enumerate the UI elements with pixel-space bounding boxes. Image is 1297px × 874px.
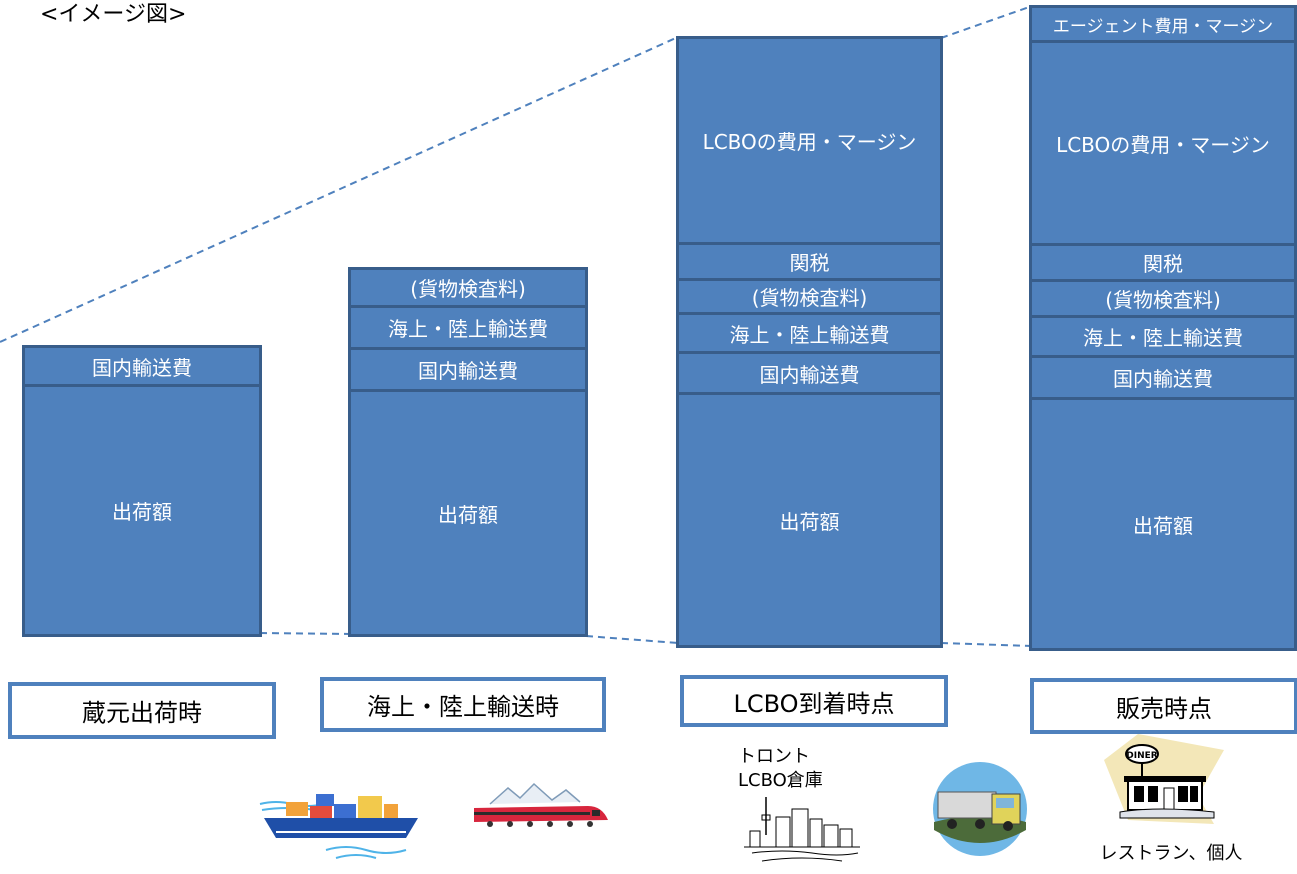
segment-shipment-value: 出荷額 <box>676 392 943 648</box>
segment-shipment-value: 出荷額 <box>348 389 588 637</box>
diagram-title: <イメージ図> <box>40 2 187 27</box>
stack-column-2: (貨物検査料) 海上・陸上輸送費 国内輸送費 出荷額 <box>348 267 588 637</box>
segment-agent-margin: エージェント費用・マージン <box>1029 5 1297 43</box>
segment-sea-land-transport: 海上・陸上輸送費 <box>676 312 943 354</box>
segment-shipment-value: 出荷額 <box>1029 397 1297 651</box>
truck-icon <box>933 762 1027 856</box>
segment-inspection-fee: (貨物検査料) <box>676 278 943 315</box>
stack-column-1: 国内輸送費 出荷額 <box>22 345 262 637</box>
warehouse-caption: トロント LCBO倉庫 <box>738 745 858 793</box>
stack-column-4: エージェント費用・マージン LCBOの費用・マージン 関税 (貨物検査料) 海上… <box>1029 5 1297 651</box>
segment-tariff: 関税 <box>1029 243 1297 282</box>
segment-sea-land-transport: 海上・陸上輸送費 <box>348 305 588 350</box>
stage-label-lcbo-arrival: LCBO到着時点 <box>680 675 948 727</box>
segment-lcbo-margin: LCBOの費用・マージン <box>1029 40 1297 246</box>
segment-inspection-fee: (貨物検査料) <box>348 267 588 308</box>
city-skyline-icon <box>744 797 860 862</box>
stage-label-sale: 販売時点 <box>1030 678 1297 734</box>
diner-sign-text: DINER <box>1126 751 1157 761</box>
segment-domestic-transport: 国内輸送費 <box>1029 355 1297 400</box>
stack-column-3: LCBOの費用・マージン 関税 (貨物検査料) 海上・陸上輸送費 国内輸送費 出… <box>676 36 943 648</box>
cargo-ship-icon <box>259 794 418 859</box>
segment-domestic-transport: 国内輸送費 <box>676 351 943 395</box>
train-icon <box>474 782 608 827</box>
segment-tariff: 関税 <box>676 242 943 281</box>
restaurant-caption: レストラン、個人 <box>1099 843 1243 864</box>
segment-domestic-transport: 国内輸送費 <box>22 345 262 387</box>
segment-inspection-fee: (貨物検査料) <box>1029 279 1297 318</box>
warehouse-caption-text: トロント LCBO倉庫 <box>738 746 823 791</box>
diner-icon: DINER <box>1104 734 1224 824</box>
segment-shipment-value: 出荷額 <box>22 384 262 637</box>
segment-sea-land-transport: 海上・陸上輸送費 <box>1029 315 1297 358</box>
stage-label-sea-land-transport: 海上・陸上輸送時 <box>320 677 606 732</box>
segment-domestic-transport: 国内輸送費 <box>348 347 588 392</box>
stage-label-brewery-shipment: 蔵元出荷時 <box>8 682 276 739</box>
segment-lcbo-margin: LCBOの費用・マージン <box>676 36 943 245</box>
